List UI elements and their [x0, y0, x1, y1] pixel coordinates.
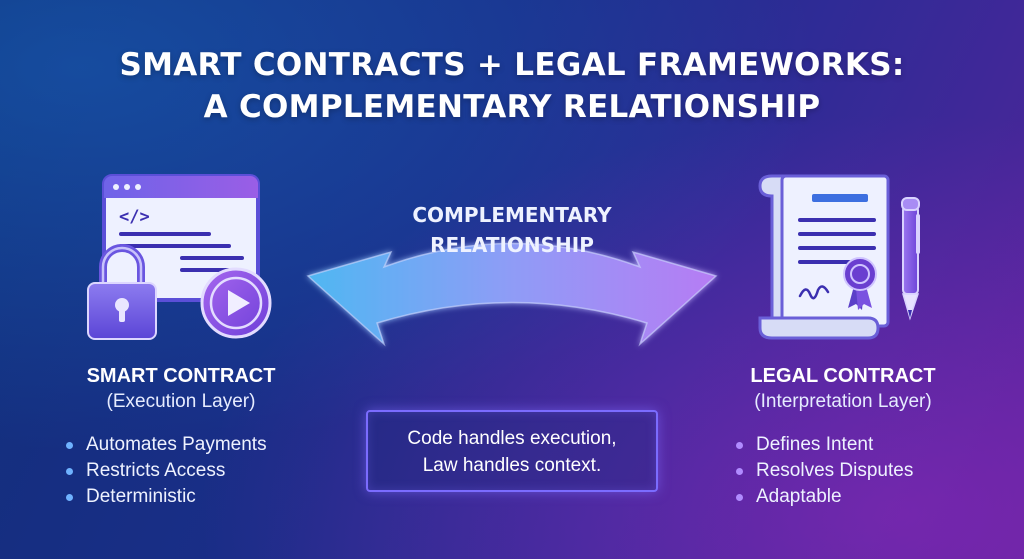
list-item: Restricts Access [62, 458, 267, 484]
legal-contract-features: Defines Intent Resolves Disputes Adaptab… [732, 432, 913, 510]
list-item: Adaptable [732, 484, 913, 510]
diagram-title: SMART CONTRACTS + LEGAL FRAMEWORKS: A CO… [0, 44, 1024, 128]
title-line-2: A COMPLEMENTARY RELATIONSHIP [203, 89, 821, 125]
summary-note-line-2: Law handles context. [422, 455, 602, 476]
list-item: Resolves Disputes [732, 458, 913, 484]
smart-contract-layer: (Execution Layer) [106, 391, 256, 412]
play-icon [200, 267, 272, 339]
legal-scroll-icon [758, 174, 890, 340]
list-item: Automates Payments [62, 432, 267, 458]
relationship-label-line-2: RELATIONSHIP [430, 233, 594, 257]
smart-contract-features: Automates Payments Restricts Access Dete… [62, 432, 267, 510]
seal-icon [843, 257, 877, 310]
list-item: Deterministic [62, 484, 267, 510]
summary-note: Code handles execution, Law handles cont… [366, 410, 658, 492]
legal-contract-heading: LEGAL CONTRACT (Interpretation Layer) [715, 363, 971, 415]
legal-contract-layer: (Interpretation Layer) [754, 391, 932, 412]
bidirectional-arrow-icon [306, 242, 718, 347]
smart-contract-title: SMART CONTRACT [86, 365, 276, 387]
list-item: Defines Intent [732, 432, 913, 458]
title-line-1: SMART CONTRACTS + LEGAL FRAMEWORKS: [119, 47, 905, 83]
legal-contract-title: LEGAL CONTRACT [750, 365, 936, 387]
summary-note-line-1: Code handles execution, [407, 428, 617, 449]
lock-icon [87, 244, 157, 340]
relationship-label: COMPLEMENTARY RELATIONSHIP [362, 200, 662, 260]
pen-icon [901, 197, 920, 321]
smart-contract-heading: SMART CONTRACT (Execution Layer) [56, 363, 306, 415]
code-glyph: </> [119, 207, 150, 227]
relationship-label-line-1: COMPLEMENTARY [412, 203, 612, 227]
